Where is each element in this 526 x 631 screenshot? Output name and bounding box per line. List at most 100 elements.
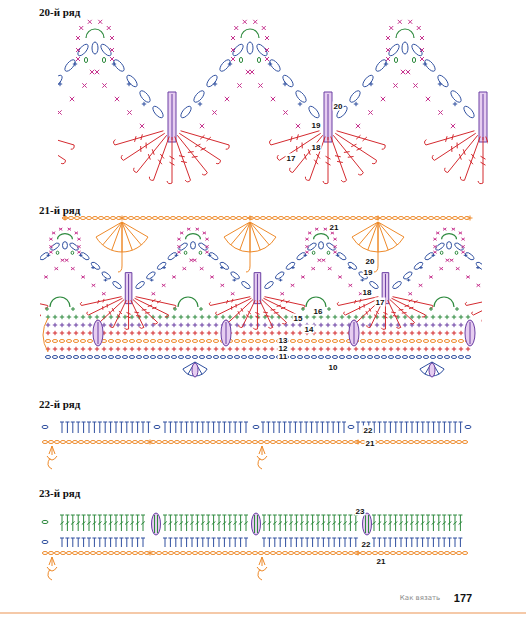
stitch-oval bbox=[450, 441, 455, 444]
stitch-oval bbox=[381, 340, 386, 343]
stitch-top bbox=[300, 515, 304, 516]
sc-mark bbox=[55, 315, 56, 319]
stitch-oval bbox=[282, 441, 287, 444]
stitch-oval bbox=[102, 57, 105, 62]
sc-mark bbox=[210, 276, 214, 279]
sc-mark bbox=[300, 102, 301, 106]
stitch-oval bbox=[361, 74, 375, 89]
sc-mark bbox=[321, 331, 322, 335]
stitch-stem bbox=[208, 538, 209, 547]
stitch-top bbox=[60, 538, 64, 539]
stitch-stem bbox=[433, 422, 434, 433]
stitch-top bbox=[217, 538, 221, 539]
sc-mark bbox=[209, 331, 210, 335]
sc-mark bbox=[265, 331, 266, 335]
stitch-top bbox=[206, 422, 210, 423]
stitch-hook bbox=[282, 323, 286, 325]
stitch-oval bbox=[236, 217, 241, 220]
stitch-oval bbox=[42, 441, 47, 444]
stitch-oval bbox=[71, 251, 74, 254]
sc-mark bbox=[231, 292, 235, 295]
stitch-oval bbox=[378, 441, 383, 444]
stitch-stem bbox=[334, 538, 335, 547]
stitch-stem bbox=[240, 422, 241, 433]
chain-arch bbox=[442, 234, 457, 240]
stitch-top bbox=[338, 538, 342, 539]
stitch-bar bbox=[76, 522, 80, 525]
sc-mark bbox=[305, 251, 308, 253]
sc-mark bbox=[209, 347, 210, 351]
stitch-bar bbox=[102, 306, 103, 310]
motif bbox=[40, 228, 482, 330]
chain-arch bbox=[86, 29, 104, 38]
stitch-oval bbox=[216, 441, 221, 444]
sc-mark bbox=[296, 124, 300, 128]
stitch-stem bbox=[274, 538, 275, 547]
stitch-top bbox=[421, 422, 425, 423]
sc-mark bbox=[59, 228, 62, 230]
sc-mark bbox=[328, 347, 329, 351]
sc-mark bbox=[461, 245, 464, 247]
sc-mark bbox=[83, 315, 84, 319]
sc-mark bbox=[342, 315, 343, 319]
stitch-bar bbox=[228, 522, 232, 525]
stitch-stem bbox=[89, 422, 90, 433]
stitch-bar bbox=[135, 136, 136, 142]
sc-mark bbox=[426, 331, 427, 335]
sc-mark bbox=[408, 292, 412, 295]
stitch-oval bbox=[336, 252, 347, 261]
stitch-oval bbox=[304, 340, 309, 343]
stitch-oval bbox=[143, 356, 148, 359]
stitch-top bbox=[92, 538, 96, 539]
sc-mark bbox=[406, 70, 410, 74]
stitch-oval bbox=[451, 340, 456, 343]
stitch-bar bbox=[201, 522, 205, 525]
sc-mark bbox=[77, 245, 80, 247]
sc-mark bbox=[333, 251, 336, 253]
stitch-top bbox=[174, 538, 178, 539]
stitch-oval bbox=[213, 356, 218, 359]
stitch-stem bbox=[337, 131, 386, 145]
stitch-oval bbox=[210, 441, 215, 444]
stitch-oval bbox=[416, 217, 421, 220]
sc-mark bbox=[470, 216, 471, 221]
stitch-oval bbox=[248, 340, 253, 343]
stitch-top bbox=[195, 422, 199, 423]
stitch-oval bbox=[112, 58, 126, 73]
sc-mark bbox=[195, 331, 196, 335]
stitch-hook bbox=[71, 145, 74, 149]
sc-mark bbox=[258, 331, 259, 335]
stitch-oval bbox=[319, 242, 324, 249]
sc-mark bbox=[426, 323, 427, 327]
sc-mark bbox=[88, 20, 92, 24]
sc-mark bbox=[333, 238, 336, 240]
stitch-stem bbox=[179, 133, 220, 160]
sc-mark bbox=[456, 267, 460, 270]
stitch-oval bbox=[426, 441, 431, 444]
stitch-top bbox=[228, 515, 232, 516]
stitch-oval bbox=[42, 520, 48, 523]
sc-mark bbox=[104, 331, 105, 335]
stitch-bar bbox=[134, 312, 139, 314]
stitch-bar bbox=[277, 305, 281, 307]
stitch-top bbox=[179, 515, 183, 516]
stitch-oval bbox=[452, 217, 457, 220]
stitch-top bbox=[415, 515, 419, 516]
stitch-bar bbox=[238, 311, 240, 314]
stitch-top bbox=[354, 538, 358, 539]
chain-arch bbox=[241, 29, 259, 38]
stitch-oval bbox=[59, 356, 64, 359]
sc-mark bbox=[188, 323, 189, 327]
sc-mark bbox=[419, 315, 420, 319]
stitch-oval bbox=[110, 217, 115, 220]
band-line bbox=[257, 274, 258, 303]
stitch-bar bbox=[399, 522, 403, 525]
sc-mark bbox=[363, 331, 364, 335]
sc-mark bbox=[457, 307, 458, 311]
stitch-top bbox=[327, 538, 331, 539]
stitch-stem bbox=[89, 538, 90, 547]
stitch-top bbox=[76, 538, 80, 539]
sc-mark bbox=[438, 110, 442, 114]
stitch-oval bbox=[297, 356, 302, 359]
stitch-stem bbox=[72, 422, 73, 433]
